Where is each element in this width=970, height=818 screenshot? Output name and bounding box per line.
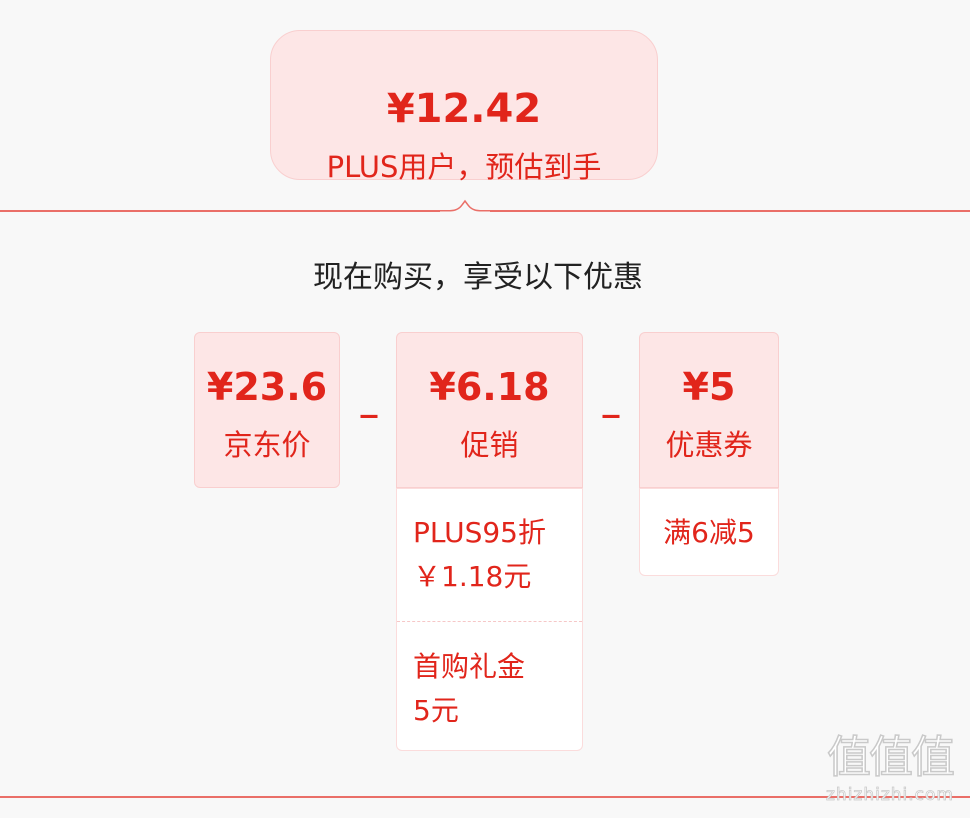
zhizhizhi-watermark: 值值值 zhizhizhi.com bbox=[814, 731, 966, 814]
watermark-logo: 值值值 bbox=[826, 731, 956, 784]
estimated-price: ¥12.42 bbox=[386, 86, 542, 132]
estimated-price-bubble: ¥12.42 PLUS用户，预估到手 bbox=[270, 30, 658, 184]
bottom-divider bbox=[0, 796, 970, 798]
promotion-details: PLUS95折 ￥1.18元 首购礼金 5元 bbox=[396, 488, 583, 751]
coupon-amount: ¥5 bbox=[682, 365, 736, 409]
estimated-price-label: PLUS用户，预估到手 bbox=[326, 150, 602, 184]
jd-price-amount: ¥23.6 bbox=[206, 365, 328, 409]
discount-heading: 现在购买，享受以下优惠 bbox=[313, 260, 643, 295]
promotion-amount: ¥6.18 bbox=[429, 365, 550, 409]
detail-separator bbox=[397, 621, 582, 622]
watermark-site: zhizhizhi.com bbox=[826, 785, 954, 806]
minus-operator: _ bbox=[602, 379, 620, 419]
minus-operator: _ bbox=[360, 379, 378, 419]
coupon-label: 优惠券 bbox=[665, 428, 753, 462]
plus-discount-value: ￥1.18元 bbox=[413, 560, 532, 593]
promotion-card: ¥6.18 促销 bbox=[396, 332, 583, 488]
coupon-details: 满6减5 bbox=[639, 488, 779, 576]
coupon-card: ¥5 优惠券 bbox=[639, 332, 779, 488]
first-purchase-gift-value: 5元 bbox=[413, 694, 459, 727]
plus-discount-title: PLUS95折 bbox=[413, 516, 546, 549]
jd-price-card: ¥23.6 京东价 bbox=[194, 332, 340, 488]
promotion-label: 促销 bbox=[460, 428, 519, 462]
bubble-pointer bbox=[440, 199, 490, 214]
first-purchase-gift-title: 首购礼金 bbox=[413, 650, 526, 683]
jd-price-label: 京东价 bbox=[223, 428, 311, 462]
coupon-condition: 满6减5 bbox=[663, 516, 755, 549]
